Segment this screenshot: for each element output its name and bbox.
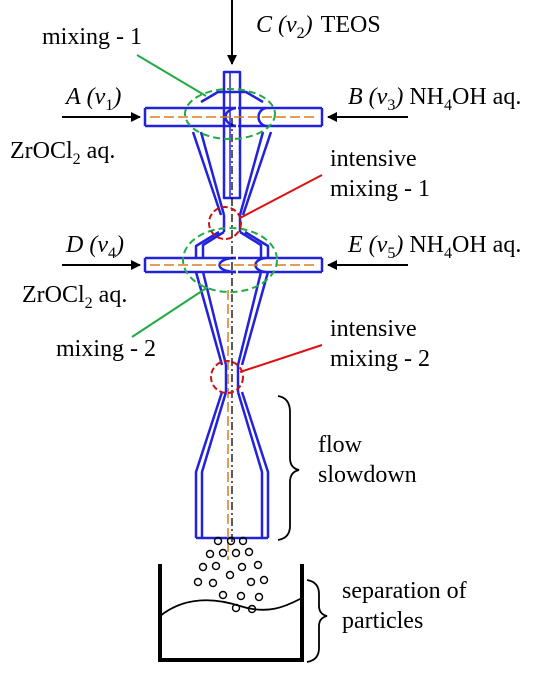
label-mixing-1: mixing - 1 bbox=[42, 24, 142, 50]
particle bbox=[246, 577, 256, 587]
particle bbox=[247, 604, 257, 614]
inlet-arm-e bbox=[238, 256, 324, 274]
particle bbox=[244, 547, 254, 557]
brace-flow bbox=[277, 395, 300, 541]
particle bbox=[211, 561, 221, 571]
particle bbox=[259, 575, 269, 585]
label-mixing-2: mixing - 2 bbox=[56, 336, 156, 362]
inlet-arm-a bbox=[143, 106, 236, 128]
leader-mixing-2 bbox=[131, 286, 209, 338]
collection-vessel bbox=[158, 564, 304, 662]
particle bbox=[205, 549, 215, 559]
label-inlet-d: D(v4) bbox=[65, 232, 124, 262]
label-inlet-a: A(v1) bbox=[64, 84, 121, 114]
reactor-tube bbox=[143, 70, 324, 540]
particle bbox=[213, 536, 223, 546]
leader-mixing-1 bbox=[136, 54, 207, 97]
label-inlet-b: B(v3)NH4OH aq. bbox=[348, 84, 521, 114]
particle bbox=[225, 570, 235, 580]
particle bbox=[198, 562, 208, 572]
particle bbox=[208, 578, 218, 588]
particle bbox=[193, 577, 203, 587]
particle bbox=[253, 560, 263, 570]
particle bbox=[226, 536, 236, 546]
label-inlet-c: C(v2)TEOS bbox=[256, 12, 381, 42]
particle bbox=[237, 562, 247, 572]
liquid-surface bbox=[159, 597, 303, 617]
particle bbox=[236, 591, 246, 601]
mixing-zone-1 bbox=[184, 88, 276, 140]
mixing-zone-2 bbox=[182, 227, 278, 293]
particle bbox=[231, 548, 241, 558]
cone-2 bbox=[194, 230, 270, 258]
label-separation: separation of particles bbox=[342, 578, 473, 634]
particle bbox=[254, 592, 264, 602]
brace-separation bbox=[306, 579, 328, 663]
particle bbox=[218, 548, 228, 558]
label-inlet-e: E(v5)NH4OH aq. bbox=[347, 232, 521, 262]
intensive-zone-1 bbox=[208, 206, 242, 240]
particle bbox=[218, 590, 228, 600]
slowdown-cone bbox=[194, 391, 270, 538]
cone-1 bbox=[199, 90, 265, 216]
intensive-zone-2 bbox=[210, 360, 244, 394]
label-intensive-2: intensive mixing - 2 bbox=[330, 316, 430, 372]
leader-intensive-1 bbox=[239, 174, 323, 219]
label-flow-slowdown: flow slowdown bbox=[318, 432, 417, 488]
particle bbox=[231, 603, 241, 613]
leader-intensive-2 bbox=[239, 344, 323, 373]
inlet-arm-b bbox=[238, 106, 324, 128]
inlet-arm-d bbox=[143, 256, 236, 274]
particle bbox=[238, 536, 248, 546]
particles bbox=[193, 536, 269, 614]
label-intensive-1: intensive mixing - 1 bbox=[330, 146, 430, 202]
